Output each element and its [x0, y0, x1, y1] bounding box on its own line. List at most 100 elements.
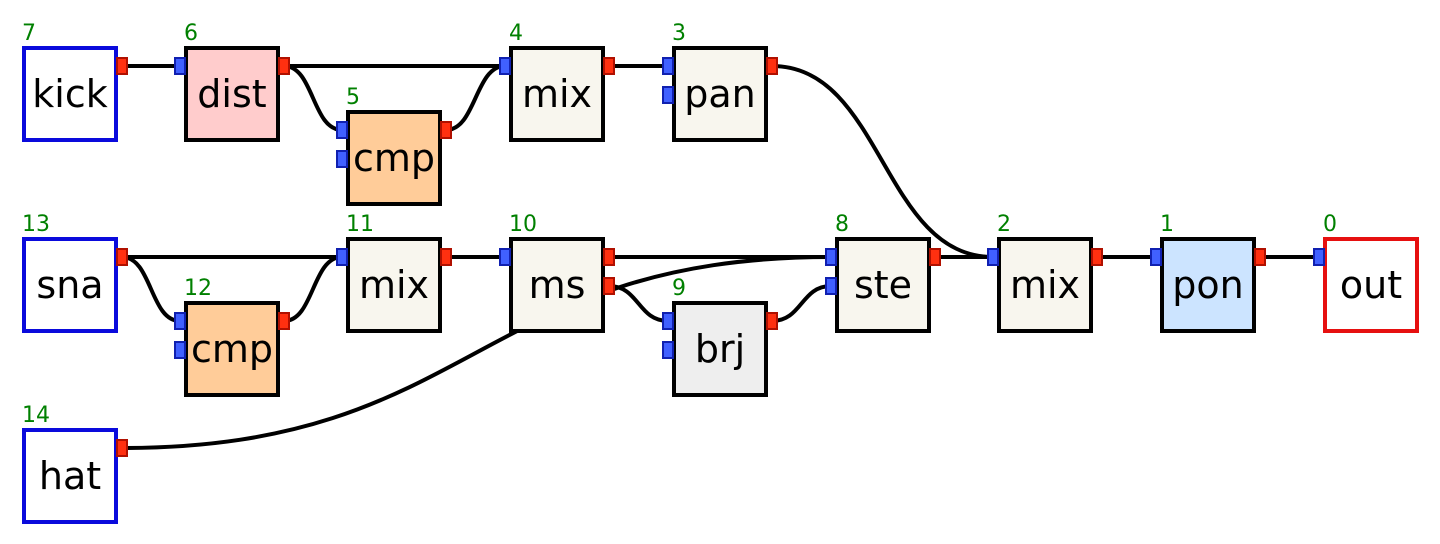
- node-label: ms: [529, 263, 586, 307]
- node-label: mix: [1010, 263, 1080, 307]
- node-cmp-5[interactable]: 5 cmp: [336, 85, 452, 206]
- node-box[interactable]: [1323, 237, 1419, 333]
- node-ms-10[interactable]: 10 ms: [499, 212, 615, 333]
- input-port-0[interactable]: [499, 57, 511, 75]
- node-index-label: 5: [346, 85, 360, 110]
- output-port-0[interactable]: [929, 248, 941, 266]
- node-index-label: 12: [184, 276, 212, 301]
- node-index-label: 8: [835, 212, 849, 237]
- input-port-0[interactable]: [499, 248, 511, 266]
- node-label: sna: [36, 263, 103, 307]
- output-port-0[interactable]: [603, 57, 615, 75]
- node-index-label: 3: [672, 21, 686, 46]
- input-port-1[interactable]: [662, 86, 674, 104]
- output-port-0[interactable]: [440, 248, 452, 266]
- node-index-label: 0: [1323, 212, 1337, 237]
- output-port-0[interactable]: [116, 248, 128, 266]
- input-port-0[interactable]: [336, 121, 348, 139]
- wire-n3-to-n2: [771, 64, 994, 259]
- node-kick-7[interactable]: 7 kick: [22, 21, 128, 142]
- output-port-0[interactable]: [766, 312, 778, 330]
- node-index-label: 7: [22, 21, 36, 46]
- node-pan-3[interactable]: 3 pan: [662, 21, 778, 142]
- node-box[interactable]: [184, 301, 280, 397]
- output-port-0[interactable]: [440, 121, 452, 139]
- wire-n9-to-n8: [771, 284, 832, 323]
- node-label: mix: [522, 72, 592, 116]
- node-index-label: 1: [1160, 212, 1174, 237]
- node-box[interactable]: [997, 237, 1093, 333]
- wire-n6-to-n5: [283, 64, 343, 132]
- output-port-1[interactable]: [603, 277, 615, 295]
- node-ste-8[interactable]: 8 ste: [825, 212, 941, 333]
- node-box[interactable]: [672, 301, 768, 397]
- node-label: kick: [32, 72, 107, 116]
- node-pon-1[interactable]: 1 pon: [1150, 212, 1266, 333]
- node-label: pan: [684, 72, 756, 116]
- output-port-0[interactable]: [766, 57, 778, 75]
- input-port-0[interactable]: [336, 248, 348, 266]
- node-box[interactable]: [509, 46, 605, 142]
- node-index-label: 2: [997, 212, 1011, 237]
- node-label: cmp: [191, 327, 273, 371]
- node-label: dist: [197, 72, 266, 116]
- node-box[interactable]: [835, 237, 931, 333]
- input-port-1[interactable]: [174, 341, 186, 359]
- node-out-0[interactable]: 0 out: [1313, 212, 1419, 333]
- node-index-label: 9: [672, 276, 686, 301]
- output-port-0[interactable]: [603, 248, 615, 266]
- wire-n5-to-n4: [445, 64, 506, 132]
- node-label: cmp: [353, 136, 435, 180]
- node-label: out: [1340, 263, 1402, 307]
- node-label: hat: [39, 454, 101, 498]
- node-box[interactable]: [184, 46, 280, 142]
- node-dist-6[interactable]: 6 dist: [174, 21, 290, 142]
- output-port-0[interactable]: [1254, 248, 1266, 266]
- node-index-label: 13: [22, 212, 50, 237]
- input-port-1[interactable]: [825, 277, 837, 295]
- input-port-1[interactable]: [336, 150, 348, 168]
- input-port-0[interactable]: [825, 248, 837, 266]
- node-brj-9[interactable]: 9 brj: [662, 276, 778, 397]
- wire-n13-to-n12: [121, 255, 181, 323]
- node-box[interactable]: [22, 237, 118, 333]
- input-port-0[interactable]: [174, 312, 186, 330]
- node-index-label: 4: [509, 21, 523, 46]
- output-port-0[interactable]: [278, 312, 290, 330]
- node-box[interactable]: [346, 237, 442, 333]
- output-port-0[interactable]: [116, 57, 128, 75]
- wire-n14-to-n8: [121, 255, 832, 450]
- node-box[interactable]: [22, 46, 118, 142]
- node-index-label: 10: [509, 212, 537, 237]
- node-box[interactable]: [1160, 237, 1256, 333]
- input-port-0[interactable]: [1313, 248, 1325, 266]
- node-mix-4[interactable]: 4 mix: [499, 21, 615, 142]
- output-port-0[interactable]: [278, 57, 290, 75]
- output-port-0[interactable]: [116, 439, 128, 457]
- node-label: ste: [854, 263, 912, 307]
- input-port-1[interactable]: [662, 341, 674, 359]
- input-port-0[interactable]: [1150, 248, 1162, 266]
- wire-layer: [121, 64, 1319, 450]
- node-cmp-12[interactable]: 12 cmp: [174, 276, 290, 397]
- node-label: brj: [695, 327, 745, 371]
- node-index-label: 6: [184, 21, 198, 46]
- node-label: pon: [1172, 263, 1243, 307]
- node-sna-13[interactable]: 13 sna: [22, 212, 128, 333]
- input-port-0[interactable]: [662, 57, 674, 75]
- input-port-0[interactable]: [174, 57, 186, 75]
- input-port-0[interactable]: [987, 248, 999, 266]
- node-box[interactable]: [22, 428, 118, 524]
- node-box[interactable]: [509, 237, 605, 333]
- node-index-label: 14: [22, 403, 50, 428]
- input-port-0[interactable]: [662, 312, 674, 330]
- node-box[interactable]: [672, 46, 768, 142]
- node-label: mix: [359, 263, 429, 307]
- wire-n12-to-n11: [283, 255, 343, 323]
- node-hat-14[interactable]: 14 hat: [22, 403, 128, 524]
- node-mix-2[interactable]: 2 mix: [987, 212, 1103, 333]
- output-port-0[interactable]: [1091, 248, 1103, 266]
